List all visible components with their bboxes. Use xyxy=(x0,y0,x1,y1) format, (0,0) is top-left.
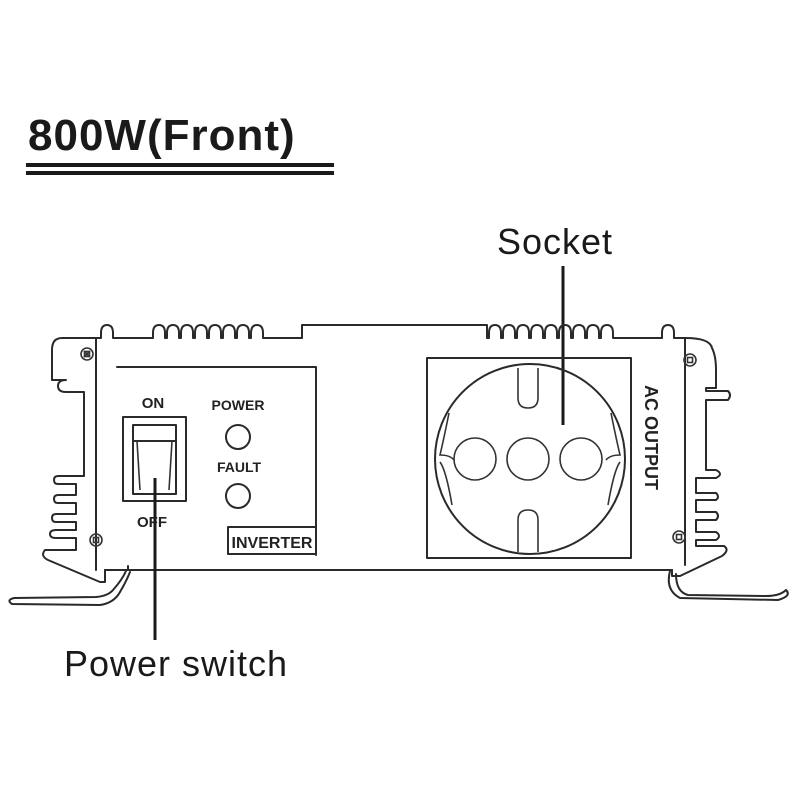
ac-socket xyxy=(426,357,632,559)
power-led-label: POWER xyxy=(212,397,265,413)
screw-top-right xyxy=(683,353,697,367)
title-underline xyxy=(26,163,334,175)
ground-clip-top xyxy=(517,368,539,409)
screw-bottom-left xyxy=(89,533,103,547)
switch-on-label: ON xyxy=(142,395,165,412)
fault-led-indicator xyxy=(225,483,251,509)
brand-badge-frame xyxy=(227,526,317,555)
socket-hole-right xyxy=(559,437,603,481)
socket-hole-left xyxy=(453,437,497,481)
socket-callout-label: Socket xyxy=(497,221,613,262)
socket-hole-center xyxy=(506,437,550,481)
screw-bottom-right xyxy=(672,530,686,544)
switch-off-label: OFF xyxy=(137,514,167,531)
socket-notch-right xyxy=(605,412,622,506)
screw-top-left xyxy=(80,347,94,361)
control-panel-frame xyxy=(116,366,317,556)
brand-badge-label: INVERTER xyxy=(232,535,313,552)
ground-clip-bottom xyxy=(517,509,539,552)
power-switch-callout-label: Power switch xyxy=(64,643,288,684)
socket-notch-left xyxy=(438,412,455,506)
socket-face xyxy=(434,363,626,555)
socket-frame xyxy=(426,357,632,559)
inverter-housing xyxy=(8,324,789,606)
ac-output-label: AC OUTPUT xyxy=(641,385,661,490)
diagram-title: 800W(Front) xyxy=(28,111,296,160)
power-led-indicator xyxy=(225,424,251,450)
fault-led-label: FAULT xyxy=(217,459,262,475)
